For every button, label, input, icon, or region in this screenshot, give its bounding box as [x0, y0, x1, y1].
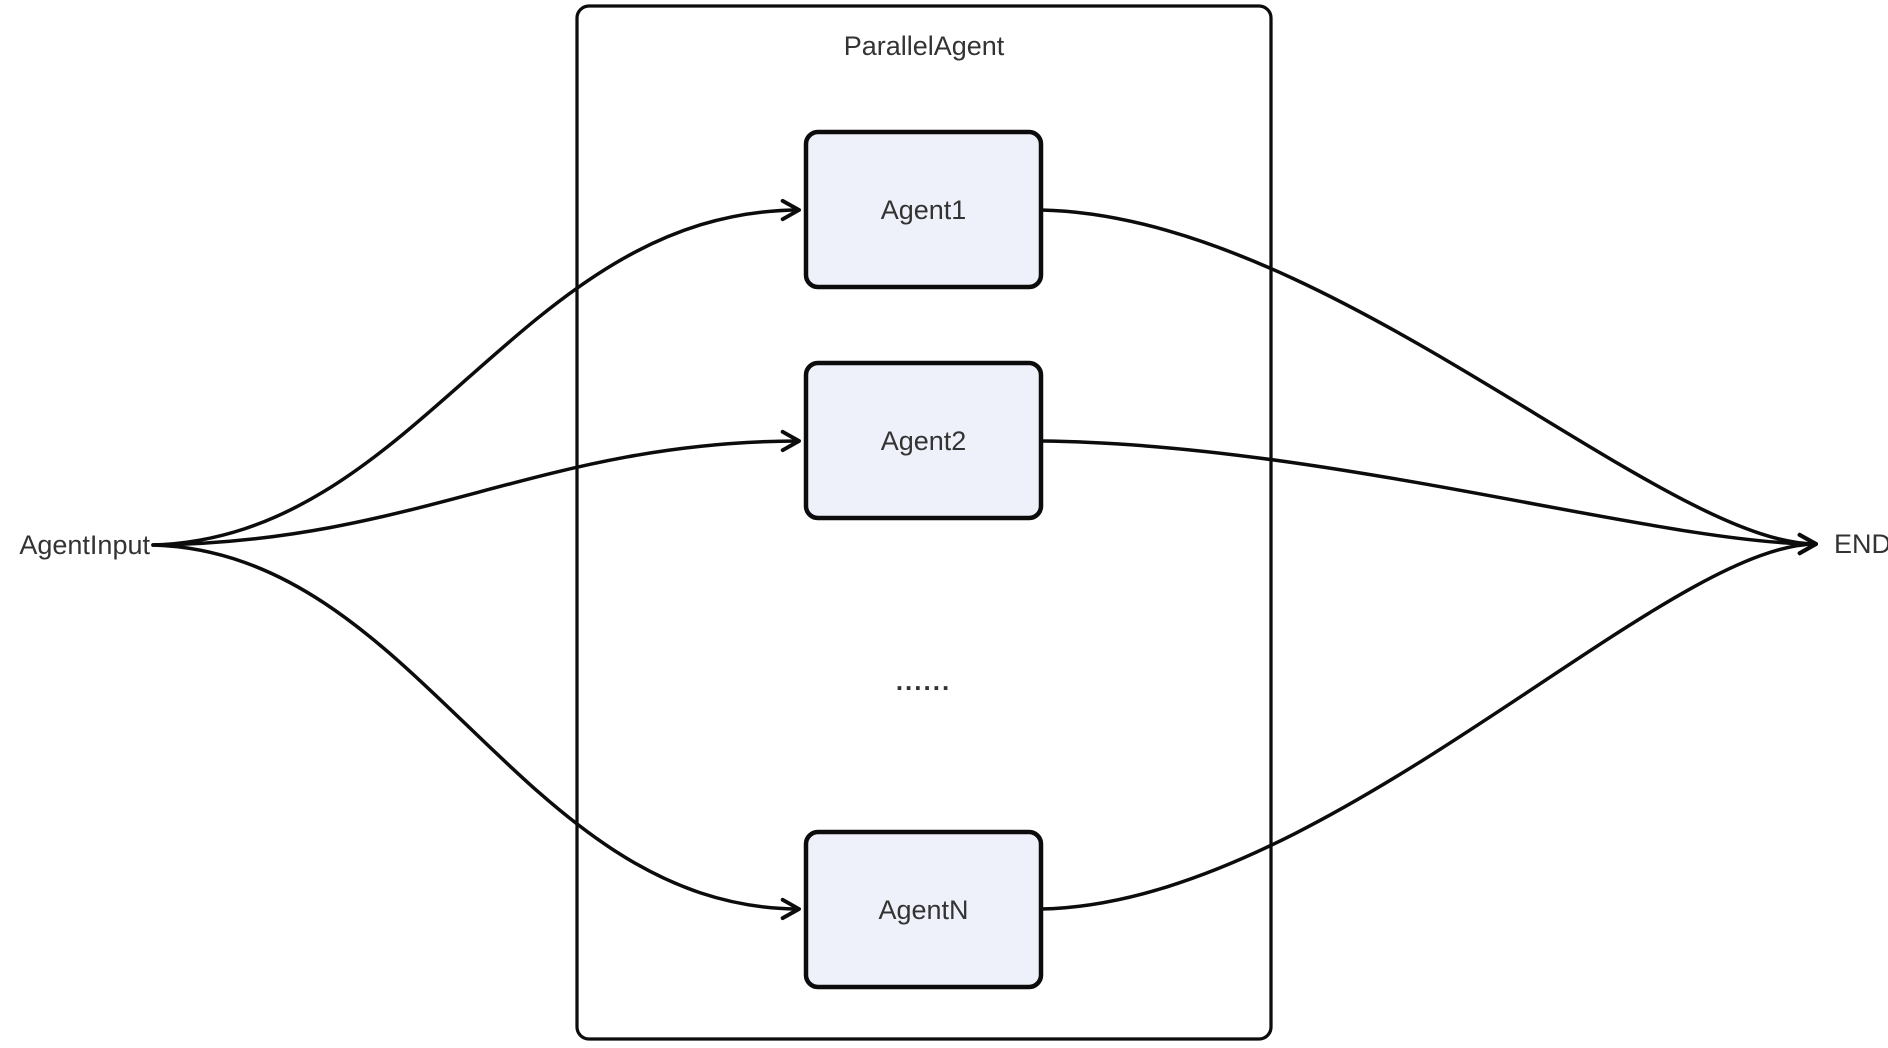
- node-agent1-label: Agent1: [881, 195, 967, 225]
- node-agent2-box: [803, 360, 1044, 521]
- ellipsis-label: ......: [896, 666, 951, 696]
- node-agentn-box: [803, 829, 1044, 990]
- edge-agent1-to-end: [1039, 208, 1818, 556]
- edge-agentinput-to-agentn: [151, 543, 801, 921]
- node-agentn: AgentN: [803, 829, 1044, 990]
- node-agent2-label: Agent2: [881, 426, 967, 456]
- container-title: ParallelAgent: [844, 31, 1005, 61]
- node-agentn-label: AgentN: [878, 895, 968, 925]
- edge-group: [151, 198, 1818, 921]
- label-end: END: [1834, 529, 1888, 559]
- label-agent-input: AgentInput: [19, 530, 150, 560]
- edge-agentinput-to-agent1: [151, 198, 801, 547]
- edge-agent2-to-end: [1039, 439, 1818, 556]
- edge-agentn-to-end: [1039, 533, 1818, 911]
- container-parallel-agent: ParallelAgent: [575, 4, 1273, 1041]
- node-agent1-box: [803, 129, 1044, 290]
- node-agent1: Agent1: [803, 129, 1044, 290]
- container-border: [575, 4, 1273, 1041]
- edge-agentinput-to-agent2: [151, 429, 801, 547]
- node-agent2: Agent2: [803, 360, 1044, 521]
